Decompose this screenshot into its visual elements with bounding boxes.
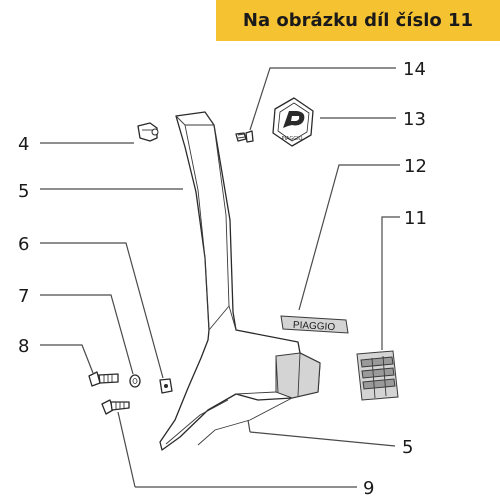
part-number-banner: Na obrázku díl číslo 11 — [216, 0, 500, 41]
screw-part-14 — [235, 130, 254, 143]
callout-4: 4 — [18, 134, 29, 155]
leader-lines — [40, 67, 400, 488]
badge-text: PIAGGIO — [293, 320, 336, 333]
bolt-part-8 — [88, 371, 119, 387]
nut-part-6 — [159, 378, 173, 394]
callout-6: 6 — [18, 234, 29, 255]
side-panel-part-5 — [159, 111, 321, 451]
logo-text: PIAGGIO — [282, 136, 303, 142]
piaggio-logo-part-13: PIAGGIO — [272, 97, 314, 147]
piaggio-badge-part-12: PIAGGIO — [280, 315, 349, 334]
callout-9: 9 — [363, 478, 374, 499]
callout-13: 13 — [403, 109, 426, 130]
callout-11: 11 — [404, 208, 427, 229]
callout-7: 7 — [18, 286, 29, 307]
callout-12: 12 — [404, 156, 427, 177]
callout-8: 8 — [18, 336, 29, 357]
callout-5-bottom: 5 — [402, 437, 413, 458]
screw-part-9 — [101, 399, 130, 415]
callout-numbers: 4 5 6 7 8 9 5 11 12 13 14 — [18, 59, 427, 499]
callout-14: 14 — [403, 59, 426, 80]
clip-part-4 — [137, 122, 159, 142]
callout-5-top: 5 — [18, 181, 29, 202]
grille-part-11 — [356, 350, 399, 401]
washer-part-7 — [129, 374, 141, 388]
